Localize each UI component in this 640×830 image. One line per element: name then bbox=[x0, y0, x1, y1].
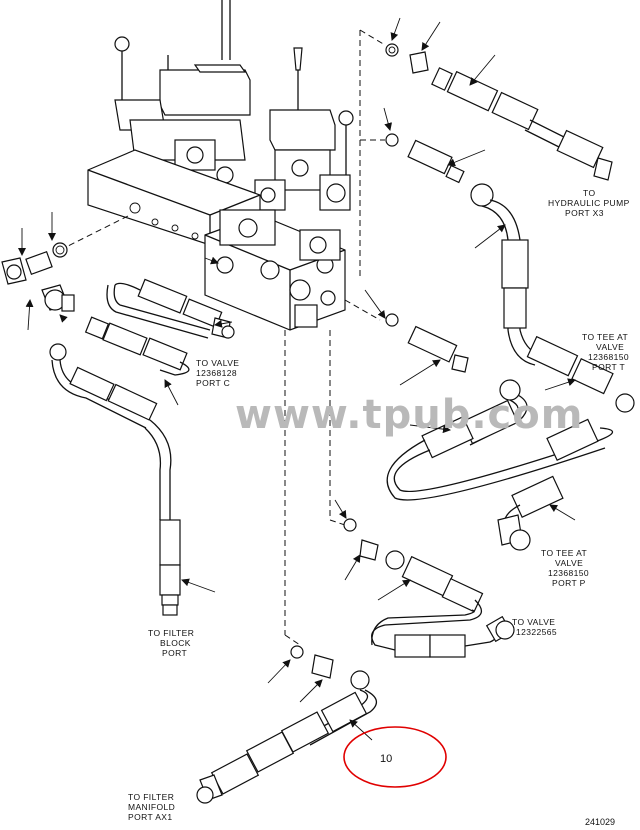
label-to-tee-port-t: TO TEE AT VALVE 12368150 PORT T bbox=[582, 332, 632, 372]
label-to-valve-port-c: TO VALVE 12368128 PORT C bbox=[196, 358, 242, 388]
callout-highlight-ellipse bbox=[343, 726, 447, 788]
figure-number: 241029 bbox=[585, 817, 615, 827]
hose-to-hydraulic-pump bbox=[385, 43, 613, 181]
hose-to-tee-port-t bbox=[385, 133, 635, 413]
label-to-filter-block-port: TO FILTER BLOCK PORT bbox=[148, 628, 197, 658]
callout-number: 10 bbox=[380, 753, 392, 765]
dashed-leaders bbox=[59, 29, 386, 646]
valve-block-assembly bbox=[87, 0, 354, 331]
hose-10-to-filter-manifold bbox=[196, 645, 377, 804]
label-to-tee-port-p: TO TEE AT VALVE 12368150 PORT P bbox=[541, 548, 592, 588]
hose-to-filter-block bbox=[49, 343, 181, 616]
indicator-arrows bbox=[18, 17, 576, 741]
watermark: www.tpub.com bbox=[235, 392, 583, 438]
label-to-valve-12322565: TO VALVE 12322565 bbox=[512, 617, 558, 637]
label-to-hydraulic-pump: TO HYDRAULIC PUMP PORT X3 bbox=[548, 188, 632, 218]
hose-to-tee-port-p bbox=[385, 313, 614, 551]
label-to-filter-manifold: TO FILTER MANIFOLD PORT AX1 bbox=[128, 792, 178, 822]
hose-to-valve-12322565 bbox=[343, 518, 515, 658]
callout-10: 10 bbox=[343, 726, 447, 788]
left-fittings bbox=[1, 242, 75, 312]
